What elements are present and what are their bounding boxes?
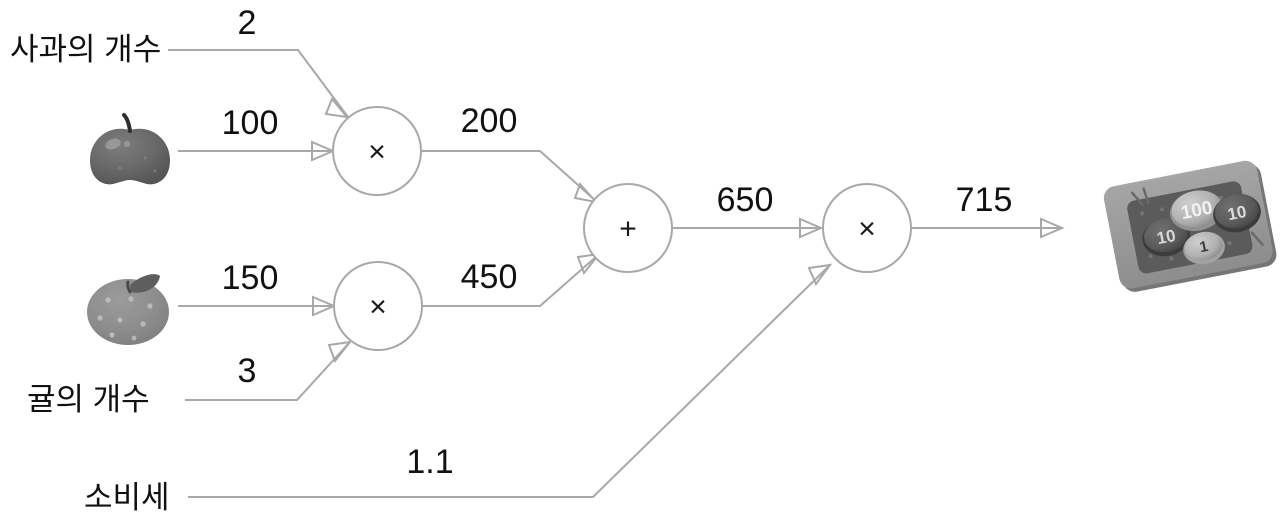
node-mul-apple-op: × bbox=[368, 136, 386, 169]
edge-apple-count-to-mul bbox=[168, 49, 350, 119]
edge-value-apple-price: 100 bbox=[222, 104, 279, 142]
coin-1: 1 bbox=[1183, 231, 1225, 265]
edge-mul-tax-to-output bbox=[911, 217, 1065, 239]
coin-10-right-value: 10 bbox=[1226, 202, 1248, 224]
edge-tax-to-mul-tax bbox=[188, 263, 833, 498]
edge-tangerine-price-to-mul bbox=[178, 295, 337, 317]
edge-tangerine-count-to-mul bbox=[185, 340, 353, 401]
coin-tray-image: 10 100 10 1 bbox=[1103, 160, 1277, 292]
edge-value-tangerine-price: 150 bbox=[222, 259, 279, 297]
edge-mul-apple-to-add bbox=[421, 150, 599, 204]
tangerine-image bbox=[87, 274, 169, 345]
edge-apple-price-to-mul bbox=[178, 140, 336, 162]
coin-10-left-value: 10 bbox=[1155, 226, 1177, 248]
edge-value-mul-tangerine-out: 450 bbox=[461, 258, 518, 296]
input-label-apple-count: 사과의 개수 bbox=[10, 32, 161, 67]
coin-10-left: 10 bbox=[1142, 217, 1191, 257]
edge-value-add-out: 650 bbox=[717, 181, 774, 219]
edge-value-tangerine-count: 3 bbox=[238, 352, 257, 390]
coin-100: 100 bbox=[1170, 190, 1224, 232]
input-label-tangerine-count: 귤의 개수 bbox=[27, 382, 150, 417]
node-mul-tax-op: × bbox=[858, 213, 876, 246]
node-mul-tangerine[interactable]: × bbox=[333, 261, 423, 351]
input-label-consumption-tax: 소비세 bbox=[84, 480, 170, 515]
node-mul-apple[interactable]: × bbox=[332, 106, 422, 196]
edge-value-tax: 1.1 bbox=[406, 443, 453, 481]
coin-1-value: 1 bbox=[1198, 238, 1209, 256]
node-add-total[interactable]: + bbox=[583, 183, 673, 273]
edge-mul-tangerine-to-add bbox=[422, 252, 602, 307]
node-mul-tangerine-op: × bbox=[369, 291, 387, 324]
node-add-total-op: + bbox=[619, 213, 637, 246]
edge-value-output: 715 bbox=[956, 181, 1013, 219]
coin-10-right: 10 bbox=[1213, 193, 1261, 233]
edge-add-to-mul-tax bbox=[672, 217, 824, 239]
apple-image bbox=[90, 113, 170, 185]
edge-value-mul-apple-out: 200 bbox=[461, 102, 518, 140]
node-mul-tax[interactable]: × bbox=[822, 183, 912, 273]
edge-value-apple-count: 2 bbox=[238, 4, 257, 42]
